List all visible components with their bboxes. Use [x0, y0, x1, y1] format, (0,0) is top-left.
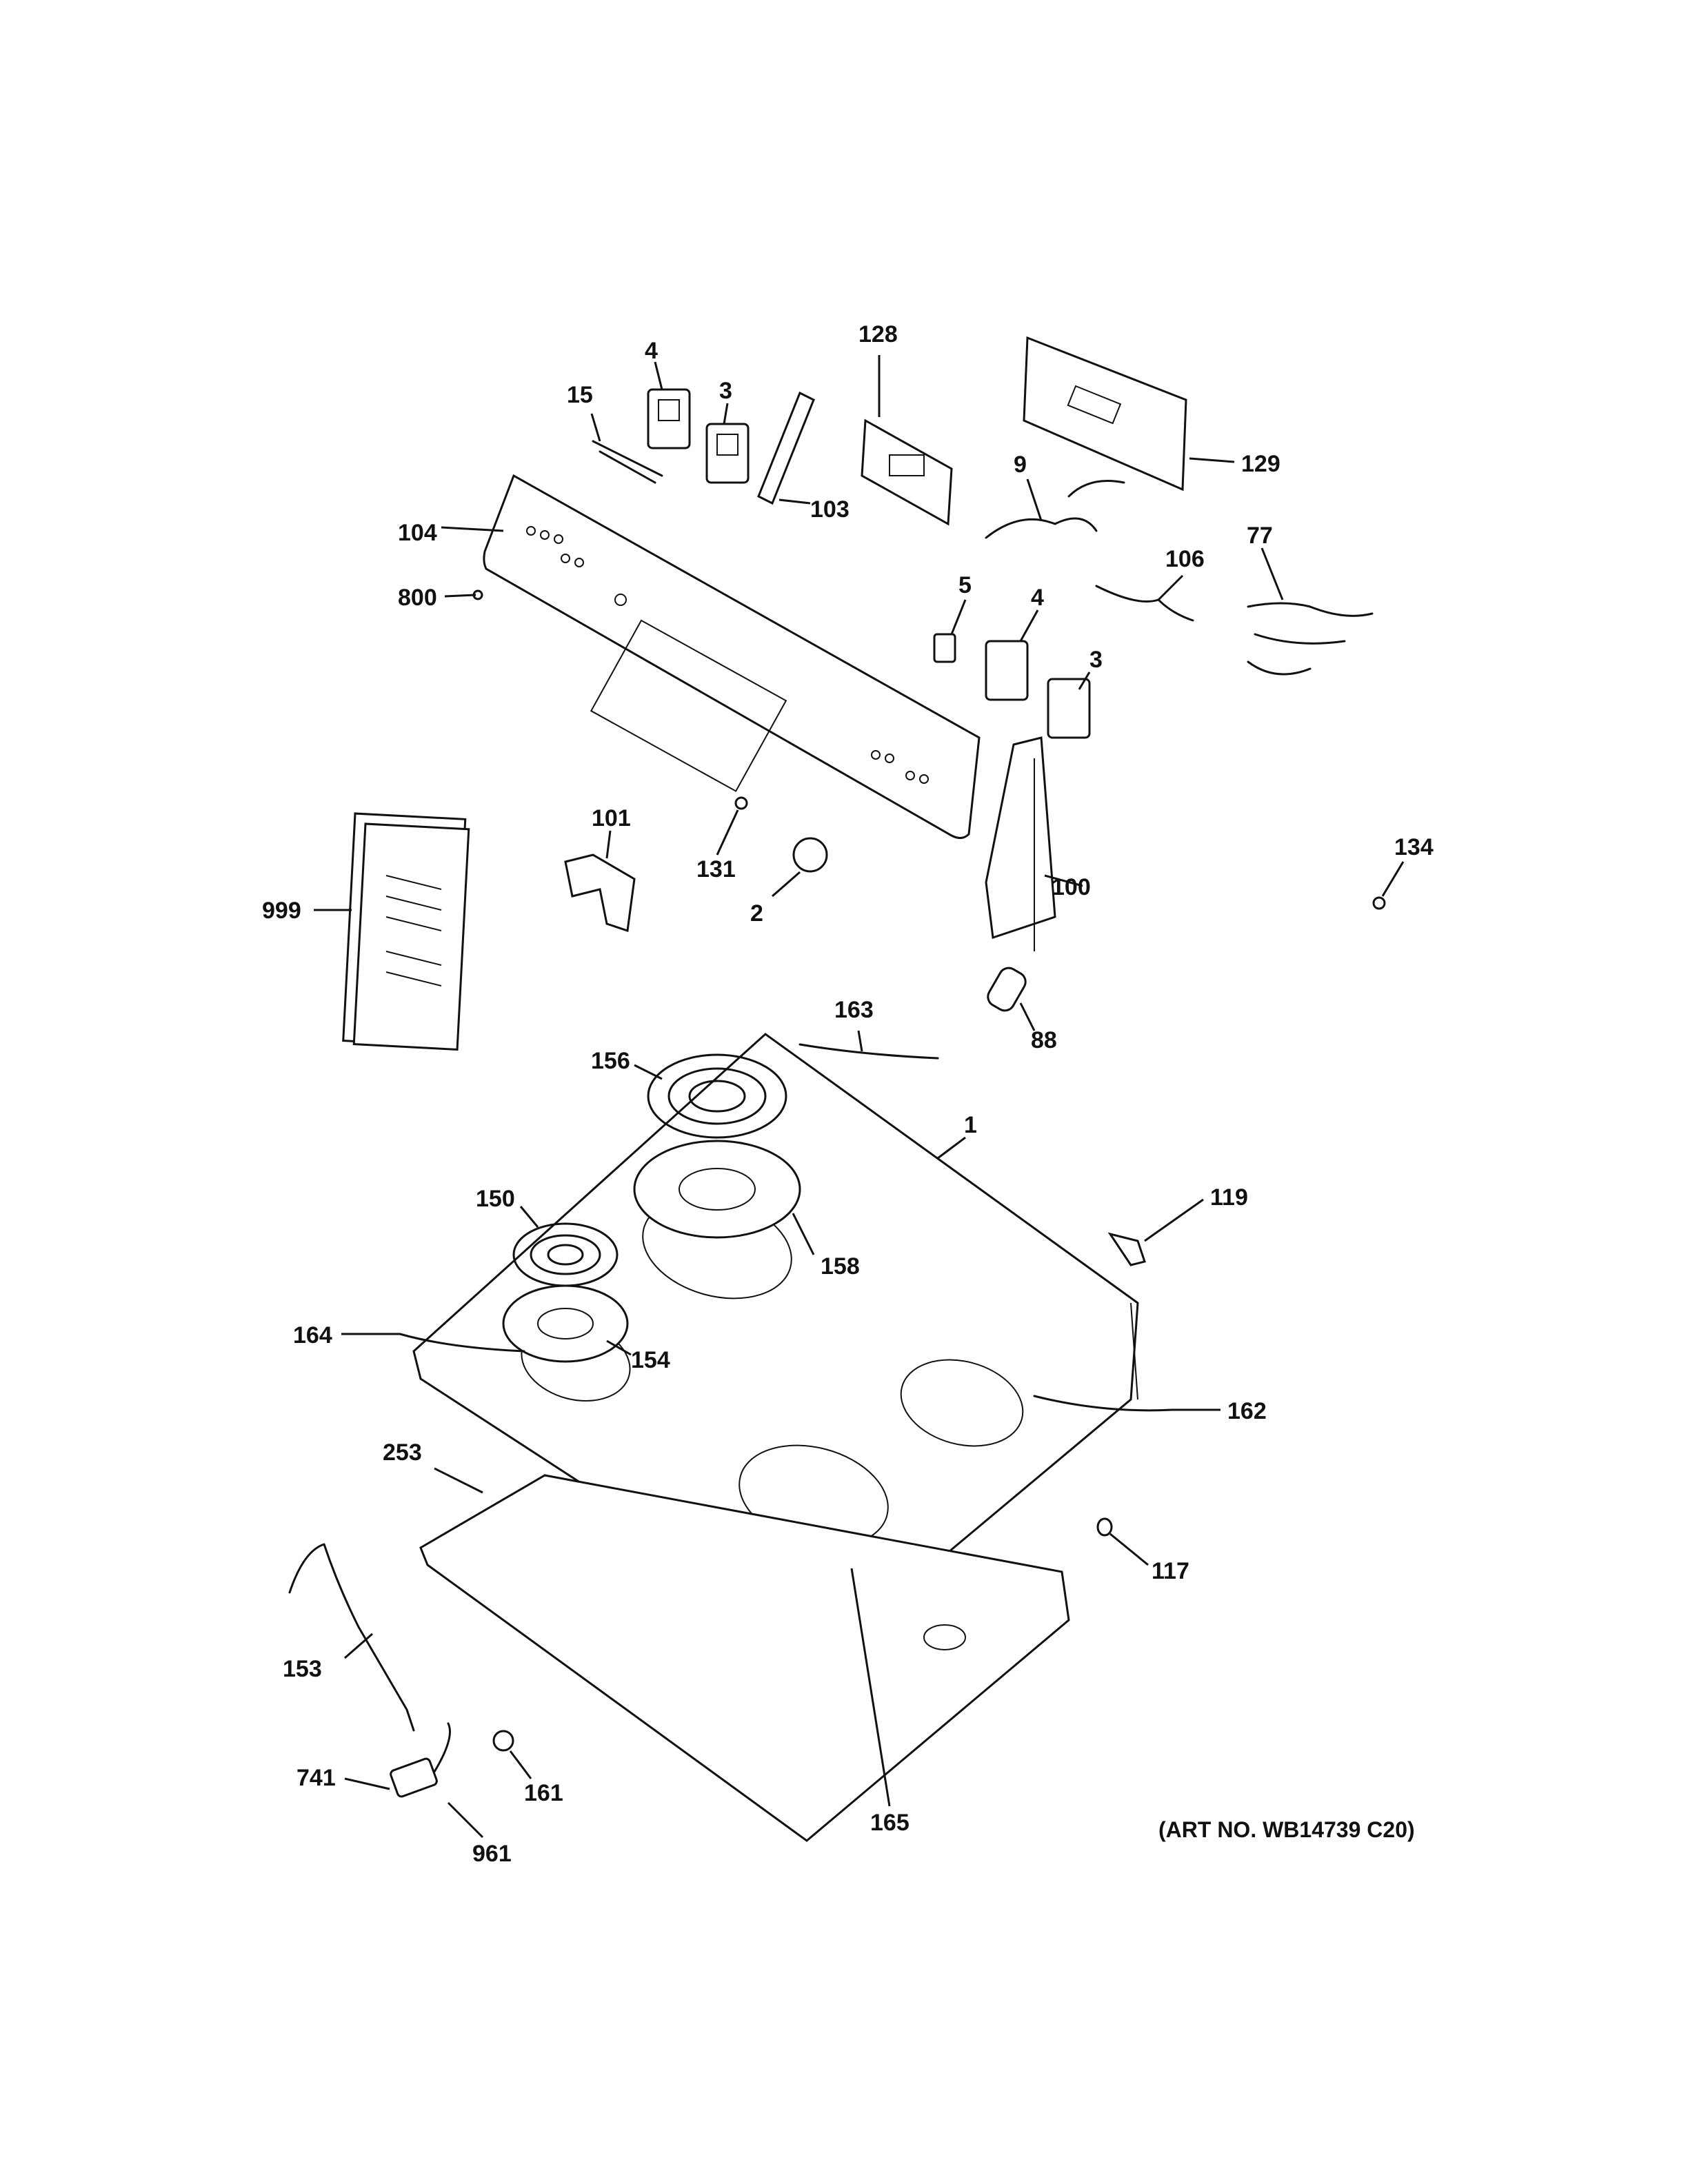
- wire-part-164: [399, 1333, 525, 1353]
- switch-part-3-top: [705, 423, 750, 484]
- base-pan-part-253: [419, 1474, 1070, 1842]
- label-128: 128: [858, 321, 898, 347]
- label-134: 134: [1394, 834, 1434, 860]
- burner-element-part-156: [647, 1053, 787, 1139]
- part-117: [1096, 1517, 1113, 1537]
- control-board-part-129: [1023, 336, 1187, 492]
- overlay-part-128: [861, 418, 953, 526]
- label-4-top: 4: [645, 338, 658, 364]
- switch-part-3-right: [1047, 678, 1091, 739]
- label-165: 165: [870, 1810, 910, 1836]
- switch-part-5: [933, 633, 956, 663]
- wire-part-162: [1033, 1395, 1174, 1412]
- label-800: 800: [398, 585, 437, 611]
- manual-part-999: [342, 812, 470, 1051]
- label-100: 100: [1052, 874, 1091, 900]
- label-163: 163: [834, 997, 874, 1023]
- screw-part-134: [1372, 896, 1386, 910]
- label-999: 999: [262, 898, 301, 924]
- clip-part-161: [492, 1730, 514, 1752]
- label-4-right: 4: [1031, 585, 1044, 611]
- label-5: 5: [958, 572, 972, 598]
- part-961: [433, 1722, 451, 1773]
- label-154: 154: [631, 1347, 670, 1373]
- label-117: 117: [1152, 1558, 1189, 1584]
- label-162: 162: [1227, 1398, 1267, 1424]
- part-labels: 4 15 3 103 128 129 9 104 800 106 77 5 4 …: [262, 321, 1434, 1867]
- label-156: 156: [591, 1048, 630, 1074]
- bracket-part-119: [1107, 1232, 1146, 1266]
- terminal-block-part-741: [390, 1757, 438, 1798]
- part-88: [987, 967, 1027, 1012]
- switch-part-4-right: [985, 640, 1029, 701]
- wire-part-163: [798, 1043, 939, 1060]
- bracket-part-101: [564, 853, 636, 932]
- label-961: 961: [472, 1841, 512, 1867]
- label-104: 104: [398, 520, 437, 546]
- label-253: 253: [383, 1439, 422, 1466]
- label-15: 15: [567, 382, 593, 408]
- label-131: 131: [696, 856, 736, 882]
- label-2: 2: [750, 900, 763, 927]
- label-101: 101: [592, 805, 631, 831]
- leader-lines: [314, 355, 1405, 1839]
- label-3-top: 3: [719, 378, 732, 404]
- label-1: 1: [964, 1112, 977, 1138]
- label-9: 9: [1014, 452, 1027, 478]
- label-164: 164: [293, 1322, 332, 1348]
- label-119: 119: [1210, 1184, 1248, 1211]
- cooktop-part-1: [412, 1033, 1139, 1649]
- label-103: 103: [810, 496, 850, 523]
- label-3-right: 3: [1089, 647, 1103, 673]
- wire-part-106: [1095, 585, 1194, 622]
- bracket-part-103: [757, 391, 815, 505]
- label-106: 106: [1165, 546, 1205, 572]
- switch-part-4-top: [647, 388, 691, 449]
- wire-harness-part-9: [985, 480, 1125, 539]
- label-129: 129: [1241, 451, 1280, 477]
- label-77: 77: [1247, 523, 1273, 549]
- label-153: 153: [283, 1656, 322, 1682]
- bracket-part-15: [592, 440, 663, 484]
- label-161: 161: [524, 1780, 563, 1806]
- drip-pan-part-154: [502, 1284, 629, 1363]
- end-cap-part-100: [985, 736, 1056, 951]
- art-number-caption: (ART NO. WB14739 C20): [1158, 1817, 1415, 1842]
- label-150: 150: [476, 1186, 515, 1212]
- screw-part-131: [734, 796, 748, 810]
- rod-part-153: [288, 1543, 415, 1732]
- label-158: 158: [821, 1253, 860, 1280]
- label-741: 741: [297, 1765, 336, 1791]
- control-panel-part: [483, 474, 981, 839]
- label-88: 88: [1031, 1027, 1057, 1053]
- knob-part-2: [792, 837, 828, 873]
- wire-harness-part-77: [1247, 602, 1374, 676]
- drip-pan-part-158: [633, 1140, 801, 1239]
